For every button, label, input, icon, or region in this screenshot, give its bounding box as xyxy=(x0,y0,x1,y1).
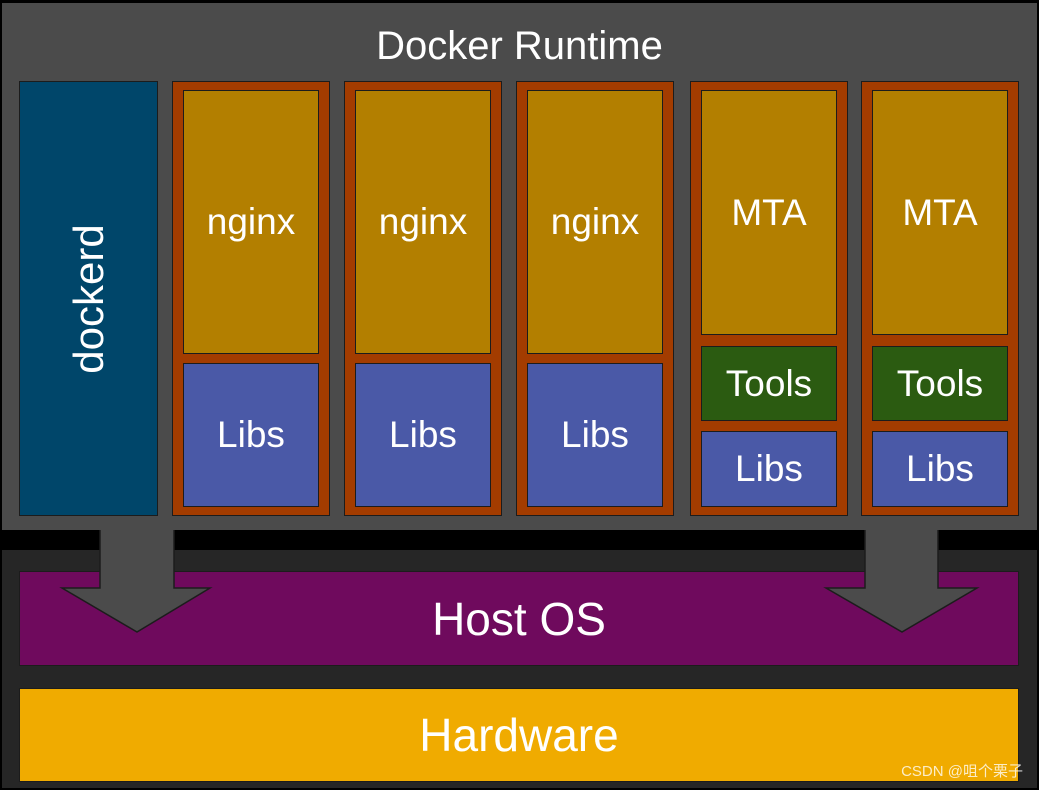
container-libs: Libs xyxy=(701,431,837,507)
container-app: MTA xyxy=(701,90,837,335)
left-down-arrow xyxy=(59,519,213,633)
host-os-label: Host OS xyxy=(432,592,606,645)
container-libs: Libs xyxy=(527,363,663,507)
right-down-arrow xyxy=(823,519,980,633)
container-1: nginx Libs xyxy=(172,81,330,516)
dockerd-block: dockerd xyxy=(19,81,158,516)
container-app: nginx xyxy=(183,90,319,354)
dockerd-label: dockerd xyxy=(64,223,112,374)
container-2: nginx Libs xyxy=(344,81,502,516)
container-5: MTA Tools Libs xyxy=(861,81,1019,516)
hardware-block: Hardware xyxy=(19,688,1019,782)
host-os-block: Host OS xyxy=(19,571,1019,666)
hardware-label: Hardware xyxy=(419,709,619,761)
container-libs: Libs xyxy=(183,363,319,507)
container-app: nginx xyxy=(355,90,491,354)
docker-runtime-layer: Docker Runtime dockerd nginx Libs nginx … xyxy=(2,3,1037,530)
container-libs: Libs xyxy=(872,431,1008,507)
container-3: nginx Libs xyxy=(516,81,674,516)
container-libs: Libs xyxy=(355,363,491,507)
container-app: nginx xyxy=(527,90,663,354)
runtime-title: Docker Runtime xyxy=(376,24,663,68)
container-4: MTA Tools Libs xyxy=(690,81,848,516)
container-tools: Tools xyxy=(701,346,837,421)
container-tools: Tools xyxy=(872,346,1008,421)
watermark: CSDN @咀个栗子 xyxy=(901,763,1023,780)
container-app: MTA xyxy=(872,90,1008,335)
